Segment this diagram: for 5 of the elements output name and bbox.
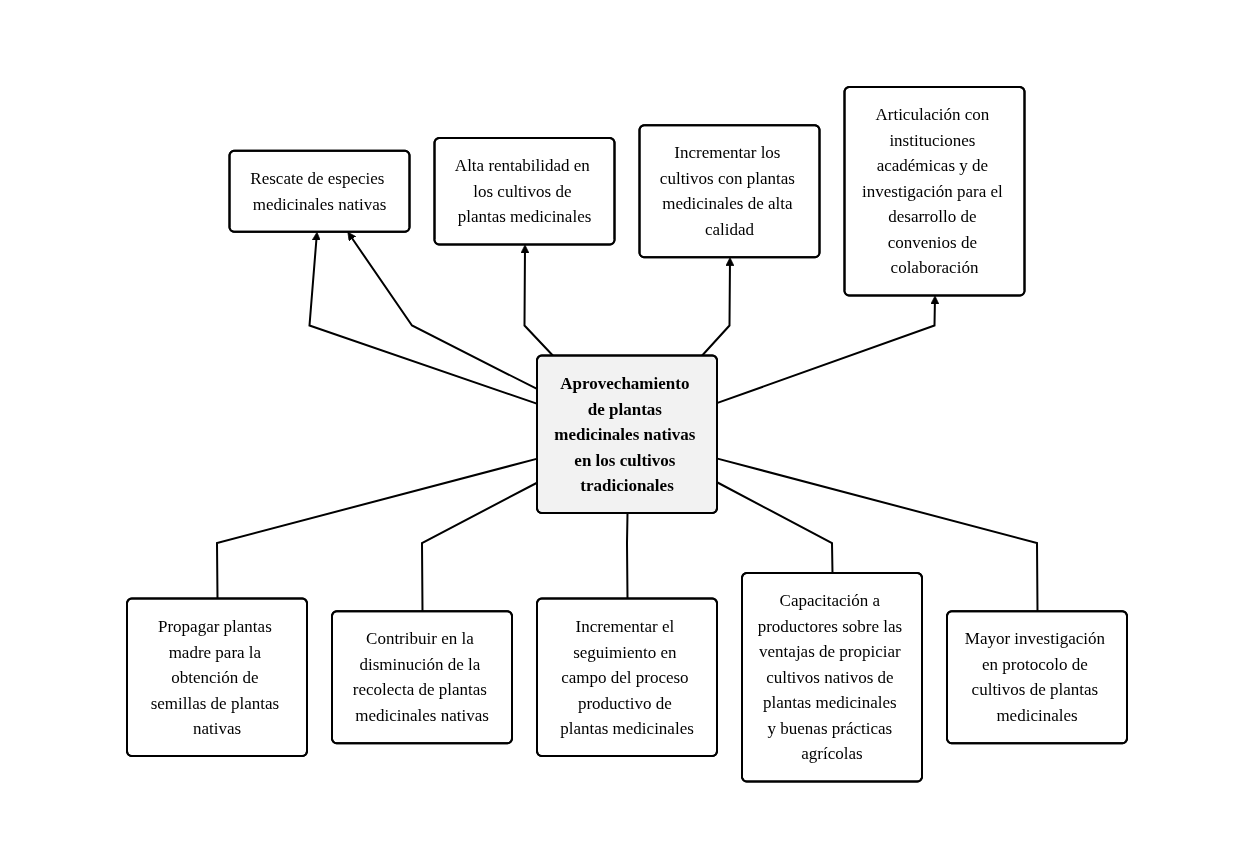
arrow (700, 257, 734, 357)
arrow (520, 244, 554, 357)
arrow (716, 295, 939, 404)
connector (716, 457, 1038, 613)
connector (625, 512, 628, 600)
